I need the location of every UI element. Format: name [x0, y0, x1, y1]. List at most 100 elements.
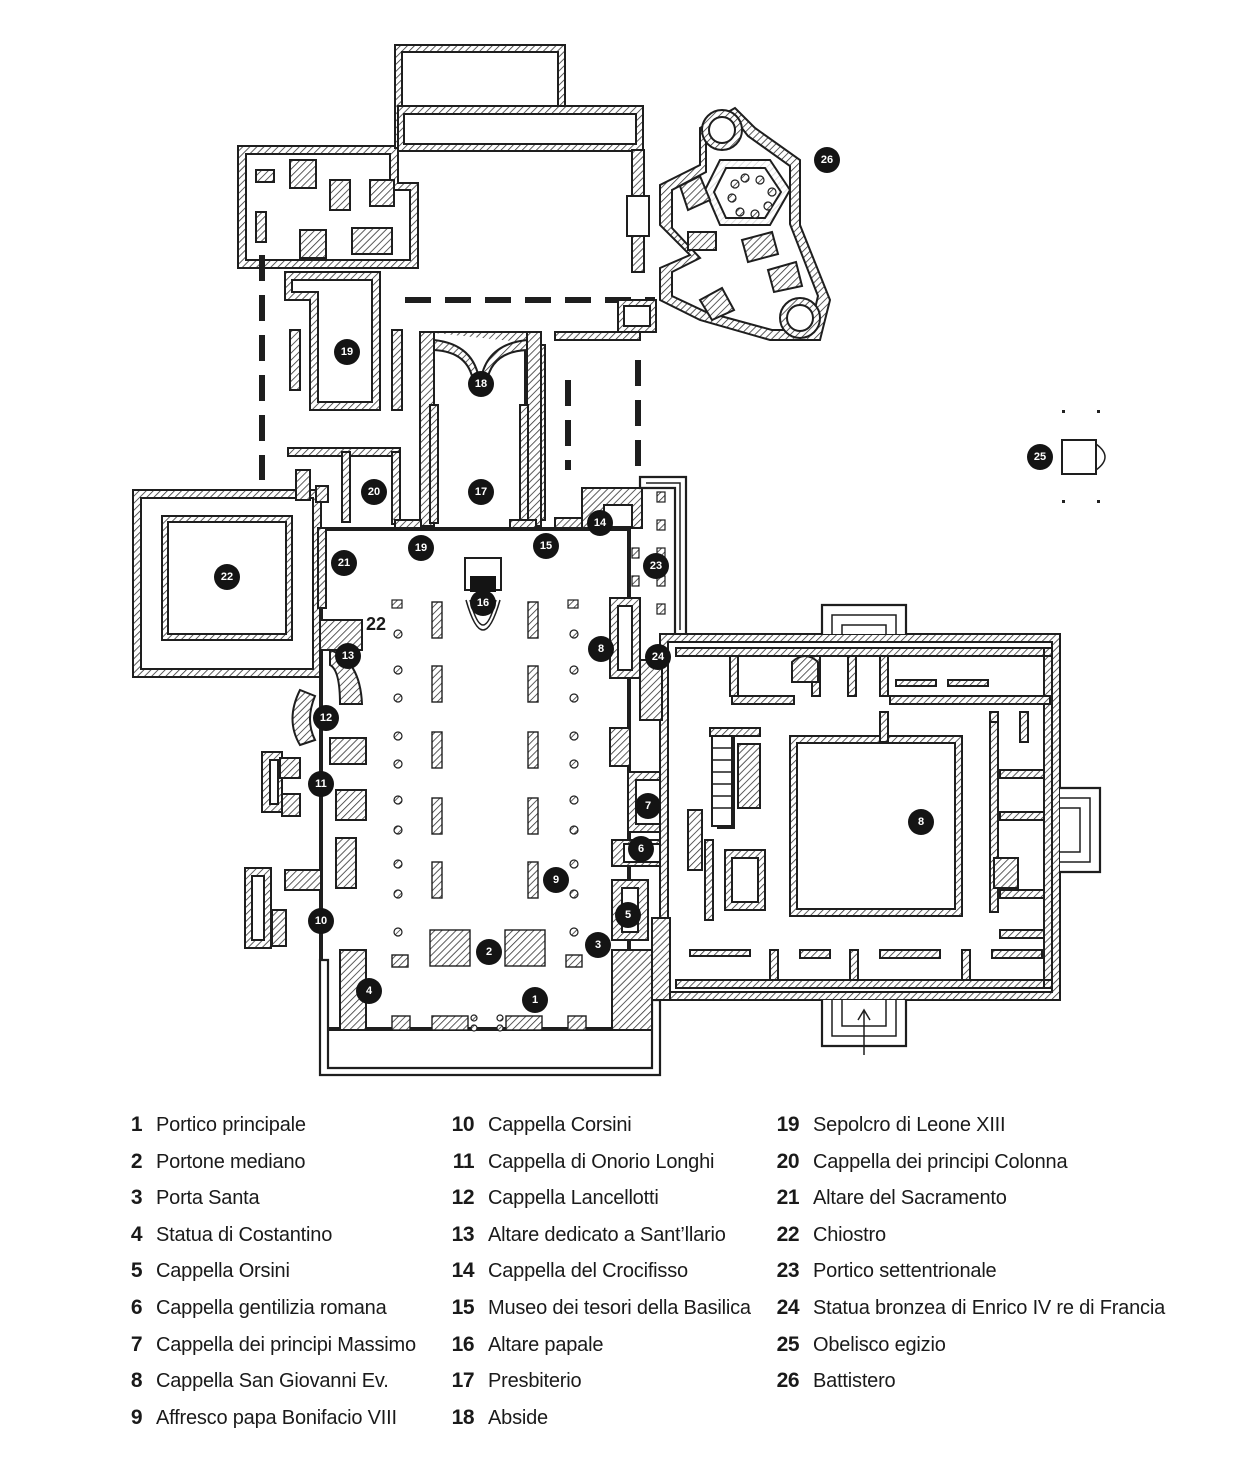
marker-2[interactable]: 2: [476, 939, 502, 965]
legend-number: 8: [130, 1369, 143, 1392]
legend-label: Affresco papa Bonifacio VIII: [156, 1406, 397, 1429]
legend-label: Altare del Sacramento: [813, 1186, 1007, 1209]
svg-text:1: 1: [532, 994, 538, 1006]
legend-label: Altare dedicato a Sant’llario: [488, 1223, 726, 1246]
marker-7[interactable]: 7: [635, 793, 661, 819]
marker-20[interactable]: 20: [361, 479, 387, 505]
legend-number: 26: [776, 1369, 800, 1392]
legend-label: Porta Santa: [156, 1186, 260, 1209]
marker-13[interactable]: 13: [335, 643, 361, 669]
legend-label: Portico principale: [156, 1113, 306, 1136]
legend-label: Chiostro: [813, 1223, 886, 1246]
marker-24[interactable]: 24: [645, 644, 671, 670]
marker-10[interactable]: 10: [308, 908, 334, 934]
north-east-corridor: [626, 149, 650, 273]
aisle-columns: [391, 599, 579, 937]
marker-23[interactable]: 23: [643, 553, 669, 579]
left-side-chapels: [244, 619, 367, 1031]
svg-text:2: 2: [486, 946, 492, 958]
legend-number: 23: [776, 1259, 800, 1282]
legend-number: 4: [130, 1223, 143, 1246]
lateran-palace: [639, 603, 1102, 1055]
legend-number: 12: [451, 1186, 475, 1209]
floor-plan: 22 1 2 3 4 5 6 7 8 8 9 10 11 12 13 14 15…: [132, 44, 1106, 1077]
svg-text:7: 7: [645, 800, 651, 812]
marker-17[interactable]: 17: [468, 479, 494, 505]
north-annex: [394, 44, 644, 152]
basilica-nave: [317, 527, 631, 1031]
svg-text:14: 14: [594, 517, 607, 529]
marker-16[interactable]: 16: [470, 590, 496, 616]
main-facade: [391, 1014, 587, 1032]
marker-1[interactable]: 1: [522, 987, 548, 1013]
legend-item: 4 Statua di Costantino: [100, 1220, 333, 1250]
legend-label: Altare papale: [488, 1333, 604, 1356]
marker-3[interactable]: 3: [585, 932, 611, 958]
legend-label: Cappella Corsini: [488, 1113, 632, 1136]
legend-item: 8 Cappella San Giovanni Ev.: [100, 1366, 389, 1396]
svg-text:21: 21: [338, 557, 350, 569]
svg-text:8: 8: [918, 816, 924, 828]
marker-8-courtyard[interactable]: 8: [908, 809, 934, 835]
marker-4[interactable]: 4: [356, 978, 382, 1004]
inline-label-22: 22: [366, 614, 386, 634]
marker-21[interactable]: 21: [331, 550, 357, 576]
legend-number: 17: [451, 1369, 475, 1392]
marker-22[interactable]: 22: [214, 564, 240, 590]
legend-label: Museo dei tesori della Basilica: [488, 1296, 751, 1319]
svg-text:6: 6: [638, 843, 644, 855]
svg-text:13: 13: [342, 650, 354, 662]
legend-label: Cappella Lancellotti: [488, 1186, 659, 1209]
marker-25[interactable]: 25: [1027, 444, 1053, 470]
marker-19-nave[interactable]: 19: [408, 535, 434, 561]
svg-text:15: 15: [540, 540, 552, 552]
svg-text:5: 5: [625, 909, 631, 921]
legend-number: 3: [130, 1186, 143, 1209]
legend-item: 10 Cappella Corsini: [432, 1110, 632, 1140]
marker-26[interactable]: 26: [814, 147, 840, 173]
svg-text:16: 16: [477, 597, 489, 609]
marker-5[interactable]: 5: [615, 902, 641, 928]
marker-11[interactable]: 11: [308, 771, 334, 797]
palace-stair-south: [820, 1000, 908, 1055]
legend-number: 25: [776, 1333, 800, 1356]
svg-text:10: 10: [315, 915, 327, 927]
legend-label: Cappella dei principi Colonna: [813, 1150, 1068, 1173]
marker-9[interactable]: 9: [543, 867, 569, 893]
marker-8-chapel[interactable]: 8: [588, 636, 614, 662]
marker-14[interactable]: 14: [587, 510, 613, 536]
legend-label: Cappella San Giovanni Ev.: [156, 1369, 389, 1392]
legend-number: 10: [451, 1113, 475, 1136]
legend-number: 7: [130, 1333, 143, 1356]
legend-item: 17 Presbiterio: [432, 1366, 582, 1396]
legend-label: Statua di Costantino: [156, 1223, 333, 1246]
legend-item: 21 Altare del Sacramento: [757, 1183, 1007, 1213]
marker-19-chapel[interactable]: 19: [334, 339, 360, 365]
marker-18[interactable]: 18: [468, 371, 494, 397]
marker-15[interactable]: 15: [533, 533, 559, 559]
legend-number: 21: [776, 1186, 800, 1209]
svg-text:26: 26: [821, 154, 833, 166]
svg-text:4: 4: [366, 985, 373, 997]
svg-text:25: 25: [1034, 451, 1046, 463]
marker-6[interactable]: 6: [628, 836, 654, 862]
marker-12[interactable]: 12: [313, 705, 339, 731]
legend-number: 5: [130, 1259, 143, 1282]
obelisk: [1061, 410, 1106, 503]
svg-text:17: 17: [475, 486, 487, 498]
legend-label: Presbiterio: [488, 1369, 582, 1392]
legend-number: 22: [776, 1223, 800, 1246]
legend-number: 24: [776, 1296, 800, 1319]
